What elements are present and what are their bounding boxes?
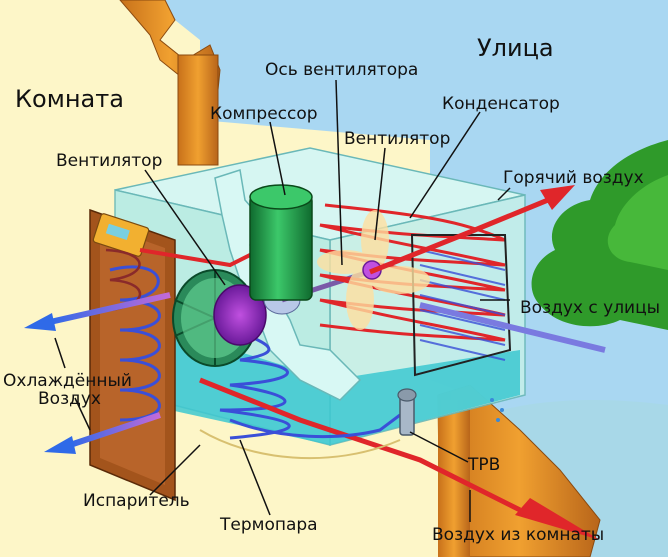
label-room-air: Воздух из комнаты — [432, 525, 604, 545]
drip-2 — [500, 408, 504, 412]
cooled-air-arrow-2-head — [44, 436, 76, 454]
trv-valve-cap — [397, 388, 417, 402]
compressor — [249, 194, 313, 301]
compressor-top — [249, 184, 313, 210]
front-panel-inner — [100, 225, 165, 485]
thermocouple-wire — [199, 429, 401, 460]
cooled-air-arrow-1-head — [24, 313, 56, 331]
label-condenser: Конденсатор — [442, 94, 560, 114]
label-evaporator: Испаритель — [83, 491, 190, 511]
label-cooled-air-1: Охлаждённый — [3, 371, 132, 391]
control-panel-display — [105, 223, 130, 241]
hot-air-arrow-head — [540, 185, 575, 210]
leader-lines — [54, 79, 511, 522]
tree-highlight — [607, 175, 668, 270]
wall-pillar — [177, 54, 219, 166]
label-fan-indoor: Вентилятор — [56, 151, 162, 171]
room-air-arrow-head — [515, 498, 600, 540]
label-fan-axis: Ось вентилятора — [265, 60, 418, 80]
cold-pipe — [229, 413, 401, 439]
drip-3 — [496, 418, 500, 422]
label-street: Улица — [477, 34, 554, 62]
label-room: Комната — [15, 85, 124, 113]
outside-air-arrow — [419, 302, 606, 353]
label-outside-air: Воздух с улицы — [520, 298, 660, 318]
label-fan-outdoor: Вентилятор — [344, 129, 450, 149]
label-hot-air: Горячий воздух — [503, 168, 644, 188]
cooled-air-arrow-1 — [49, 292, 171, 325]
room-air-arrow — [199, 377, 522, 513]
cooled-air-arrow-2 — [69, 412, 161, 448]
tree — [531, 140, 668, 330]
condenser-grille — [410, 234, 512, 377]
condenser-fins — [419, 249, 506, 361]
drip-1 — [490, 398, 494, 402]
label-cooled-air-2: Воздух — [38, 389, 101, 409]
label-thermocouple: Термопара — [219, 515, 318, 535]
label-trv: ТРВ — [467, 455, 500, 475]
label-compressor: Компрессор — [210, 104, 318, 124]
evaporator-coil — [109, 265, 291, 440]
hot-air-arrow — [369, 197, 549, 275]
